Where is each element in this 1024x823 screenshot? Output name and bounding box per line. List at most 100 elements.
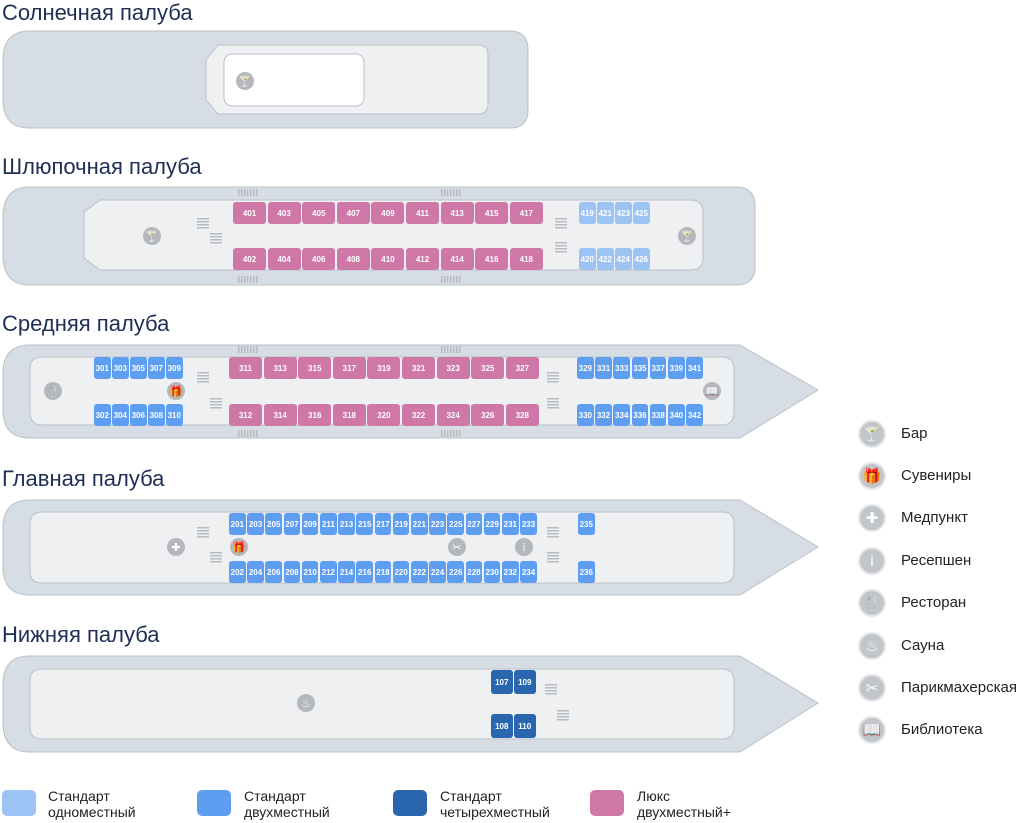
- cabin-109[interactable]: 109: [514, 670, 536, 694]
- cabin-220[interactable]: 220: [392, 561, 410, 583]
- cabin-206[interactable]: 206: [265, 561, 283, 583]
- cabin-231[interactable]: 231: [502, 513, 519, 535]
- cabin-216[interactable]: 216: [356, 561, 374, 583]
- cabin-108[interactable]: 108: [491, 714, 513, 738]
- cabin-226[interactable]: 226: [447, 561, 465, 583]
- cabin-320[interactable]: 320: [367, 404, 401, 426]
- cabin-229[interactable]: 229: [483, 513, 501, 535]
- cabin-302[interactable]: 302: [94, 404, 111, 426]
- cabin-314[interactable]: 314: [263, 404, 297, 426]
- cabin-417[interactable]: 417: [509, 202, 543, 224]
- cabin-310[interactable]: 310: [166, 404, 183, 426]
- cabin-426[interactable]: 426: [633, 248, 650, 270]
- cabin-214[interactable]: 214: [338, 561, 355, 583]
- cabin-110[interactable]: 110: [514, 714, 536, 738]
- cabin-308[interactable]: 308: [148, 404, 165, 426]
- cabin-232[interactable]: 232: [502, 561, 519, 583]
- cabin-306[interactable]: 306: [130, 404, 147, 426]
- cabin-424[interactable]: 424: [615, 248, 632, 270]
- cabin-328[interactable]: 328: [505, 404, 539, 426]
- cabin-215[interactable]: 215: [356, 513, 374, 535]
- cabin-218[interactable]: 218: [374, 561, 392, 583]
- cabin-307[interactable]: 307: [148, 357, 165, 379]
- cabin-236[interactable]: 236: [578, 561, 595, 583]
- cabin-407[interactable]: 407: [336, 202, 370, 224]
- cabin-303[interactable]: 303: [112, 357, 129, 379]
- cabin-322[interactable]: 322: [402, 404, 436, 426]
- cabin-422[interactable]: 422: [597, 248, 614, 270]
- cabin-329[interactable]: 329: [577, 357, 594, 379]
- cabin-413[interactable]: 413: [440, 202, 474, 224]
- cabin-338[interactable]: 338: [649, 404, 667, 426]
- cabin-305[interactable]: 305: [130, 357, 147, 379]
- cabin-301[interactable]: 301: [94, 357, 111, 379]
- cabin-212[interactable]: 212: [320, 561, 337, 583]
- cabin-414[interactable]: 414: [440, 248, 474, 270]
- cabin-333[interactable]: 333: [613, 357, 631, 379]
- cabin-219[interactable]: 219: [392, 513, 410, 535]
- cabin-324[interactable]: 324: [436, 404, 470, 426]
- cabin-420[interactable]: 420: [579, 248, 596, 270]
- cabin-224[interactable]: 224: [429, 561, 446, 583]
- cabin-336[interactable]: 336: [631, 404, 649, 426]
- cabin-332[interactable]: 332: [595, 404, 612, 426]
- cabin-401[interactable]: 401: [233, 202, 267, 224]
- cabin-208[interactable]: 208: [283, 561, 301, 583]
- cabin-412[interactable]: 412: [406, 248, 440, 270]
- cabin-421[interactable]: 421: [597, 202, 614, 224]
- cabin-207[interactable]: 207: [283, 513, 301, 535]
- cabin-203[interactable]: 203: [247, 513, 264, 535]
- cabin-405[interactable]: 405: [302, 202, 336, 224]
- cabin-323[interactable]: 323: [436, 357, 470, 379]
- cabin-408[interactable]: 408: [336, 248, 370, 270]
- cabin-319[interactable]: 319: [367, 357, 401, 379]
- cabin-211[interactable]: 211: [320, 513, 337, 535]
- cabin-201[interactable]: 201: [229, 513, 246, 535]
- cabin-315[interactable]: 315: [298, 357, 332, 379]
- cabin-204[interactable]: 204: [247, 561, 264, 583]
- cabin-419[interactable]: 419: [579, 202, 596, 224]
- cabin-312[interactable]: 312: [229, 404, 263, 426]
- cabin-341[interactable]: 341: [686, 357, 703, 379]
- cabin-311[interactable]: 311: [229, 357, 263, 379]
- cabin-230[interactable]: 230: [483, 561, 501, 583]
- cabin-227[interactable]: 227: [465, 513, 483, 535]
- cabin-342[interactable]: 342: [686, 404, 703, 426]
- cabin-213[interactable]: 213: [338, 513, 355, 535]
- cabin-316[interactable]: 316: [298, 404, 332, 426]
- cabin-334[interactable]: 334: [613, 404, 631, 426]
- cabin-234[interactable]: 234: [520, 561, 537, 583]
- cabin-423[interactable]: 423: [615, 202, 632, 224]
- cabin-409[interactable]: 409: [371, 202, 405, 224]
- cabin-411[interactable]: 411: [406, 202, 440, 224]
- cabin-318[interactable]: 318: [332, 404, 366, 426]
- cabin-225[interactable]: 225: [447, 513, 465, 535]
- cabin-335[interactable]: 335: [631, 357, 649, 379]
- cabin-402[interactable]: 402: [233, 248, 267, 270]
- cabin-416[interactable]: 416: [475, 248, 509, 270]
- cabin-406[interactable]: 406: [302, 248, 336, 270]
- cabin-418[interactable]: 418: [509, 248, 543, 270]
- cabin-330[interactable]: 330: [577, 404, 594, 426]
- cabin-331[interactable]: 331: [595, 357, 612, 379]
- cabin-107[interactable]: 107: [491, 670, 513, 694]
- cabin-325[interactable]: 325: [471, 357, 505, 379]
- cabin-410[interactable]: 410: [371, 248, 405, 270]
- cabin-223[interactable]: 223: [429, 513, 446, 535]
- cabin-217[interactable]: 217: [374, 513, 392, 535]
- cabin-304[interactable]: 304: [112, 404, 129, 426]
- cabin-209[interactable]: 209: [301, 513, 319, 535]
- cabin-415[interactable]: 415: [475, 202, 509, 224]
- cabin-233[interactable]: 233: [520, 513, 537, 535]
- cabin-313[interactable]: 313: [263, 357, 297, 379]
- cabin-321[interactable]: 321: [402, 357, 436, 379]
- cabin-210[interactable]: 210: [301, 561, 319, 583]
- cabin-205[interactable]: 205: [265, 513, 283, 535]
- cabin-235[interactable]: 235: [578, 513, 595, 535]
- cabin-309[interactable]: 309: [166, 357, 183, 379]
- cabin-337[interactable]: 337: [649, 357, 667, 379]
- cabin-228[interactable]: 228: [465, 561, 483, 583]
- cabin-317[interactable]: 317: [332, 357, 366, 379]
- cabin-404[interactable]: 404: [267, 248, 301, 270]
- cabin-327[interactable]: 327: [505, 357, 539, 379]
